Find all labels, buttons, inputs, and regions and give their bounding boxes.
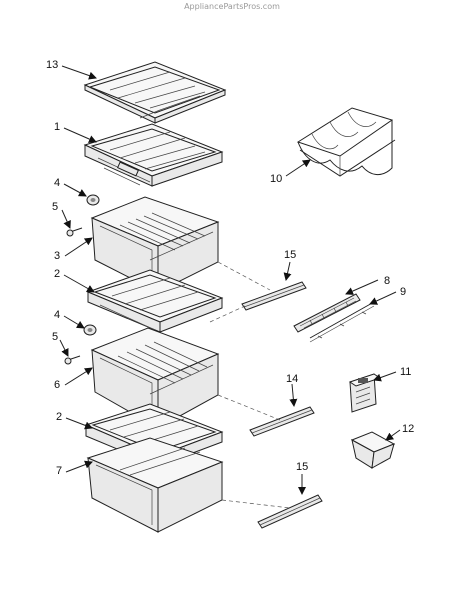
callout-1: 1 xyxy=(54,121,60,133)
alignment-lines xyxy=(209,261,291,509)
callout-15: 15 xyxy=(284,249,296,261)
callout-labels: 13 1 4 5 3 2 4 5 6 2 7 10 15 8 9 14 11 1… xyxy=(46,59,414,477)
slide-rail-9 xyxy=(309,301,375,343)
shelf-glass-top xyxy=(83,61,227,124)
callout-4: 4 xyxy=(54,177,60,189)
callout-5: 5 xyxy=(52,201,58,213)
wine-rack-10 xyxy=(296,107,396,177)
callout-3: 3 xyxy=(54,250,60,262)
callout-12: 12 xyxy=(402,423,414,435)
callout-13: 13 xyxy=(46,59,58,71)
leader-lines xyxy=(59,65,401,495)
rail-14 xyxy=(249,406,315,437)
shelf-frame-1 xyxy=(83,123,224,187)
callout-11: 11 xyxy=(400,366,411,378)
screw-upper xyxy=(66,227,83,237)
callout-14: 14 xyxy=(286,373,298,385)
screw-lower xyxy=(64,355,81,365)
callout-5: 5 xyxy=(52,331,58,343)
rail-15-upper xyxy=(241,281,307,311)
callout-8: 8 xyxy=(384,275,390,287)
crisper-control-11 xyxy=(348,373,382,413)
meat-drawer-7 xyxy=(86,437,224,533)
callout-10: 10 xyxy=(270,173,282,185)
callout-7: 7 xyxy=(56,465,62,477)
callout-2: 2 xyxy=(56,411,62,423)
callout-4: 4 xyxy=(54,309,60,321)
callout-2: 2 xyxy=(54,268,60,280)
roller-upper xyxy=(86,194,100,206)
deli-cup-12 xyxy=(350,431,396,469)
roller-lower xyxy=(83,324,97,336)
callout-6: 6 xyxy=(54,379,60,391)
slide-rail-8 xyxy=(293,293,361,333)
callout-9: 9 xyxy=(400,286,406,298)
rail-15-lower xyxy=(257,494,323,529)
watermark: AppliancePartsPros.com xyxy=(184,2,280,11)
shelf-frame-2-upper xyxy=(86,269,224,333)
callout-15: 15 xyxy=(296,461,308,473)
